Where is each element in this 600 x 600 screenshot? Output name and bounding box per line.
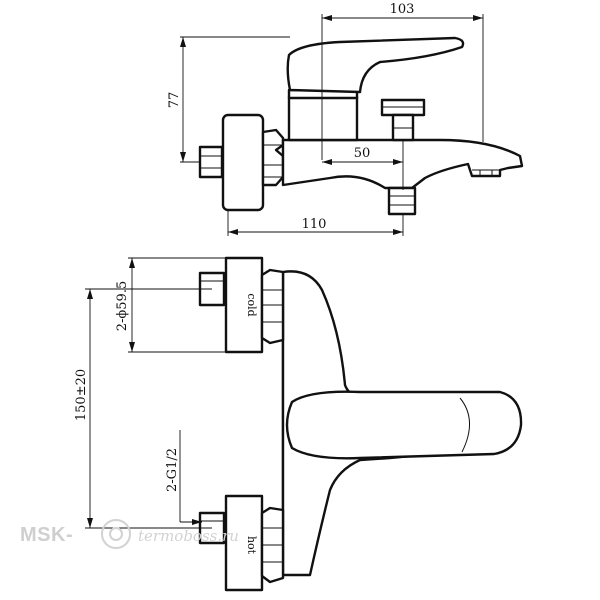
dimension-150-label: 150±20: [74, 369, 89, 421]
side-lever-handle: [286, 36, 465, 94]
side-inlet-stub: [198, 145, 224, 179]
front-lever-head: [285, 390, 523, 460]
side-hose-outlet: [387, 186, 417, 216]
dimension-diameter-label: 2-ϕ59.5: [115, 281, 130, 331]
side-cartridge-housing: [287, 95, 359, 142]
side-view: 103 77 50 110: [167, 2, 524, 236]
at-sign-icon: [101, 519, 131, 549]
hot-label: hot: [245, 536, 258, 555]
thread-label: 2-G1/2: [165, 448, 180, 492]
dimension-77-label: 77: [167, 92, 182, 109]
watermark-domain: termoboss.ru: [138, 527, 239, 545]
cold-label: cold: [245, 293, 258, 316]
dimension-103-label: 103: [390, 2, 415, 17]
side-body-spout: [281, 138, 524, 190]
side-hex-nut: [261, 128, 285, 187]
dimension-110-label: 110: [302, 217, 327, 232]
hot-flange: [224, 494, 264, 592]
side-wall-flange: [221, 113, 265, 212]
watermark: MSK- termoboss.ru: [20, 519, 239, 549]
cold-hex-nut: [260, 268, 285, 345]
front-view: cold hot 2-ϕ59.5 150±20 2-G1/2: [74, 256, 523, 592]
watermark-brand: MSK-: [20, 524, 73, 546]
dimension-50-label: 50: [354, 146, 371, 161]
